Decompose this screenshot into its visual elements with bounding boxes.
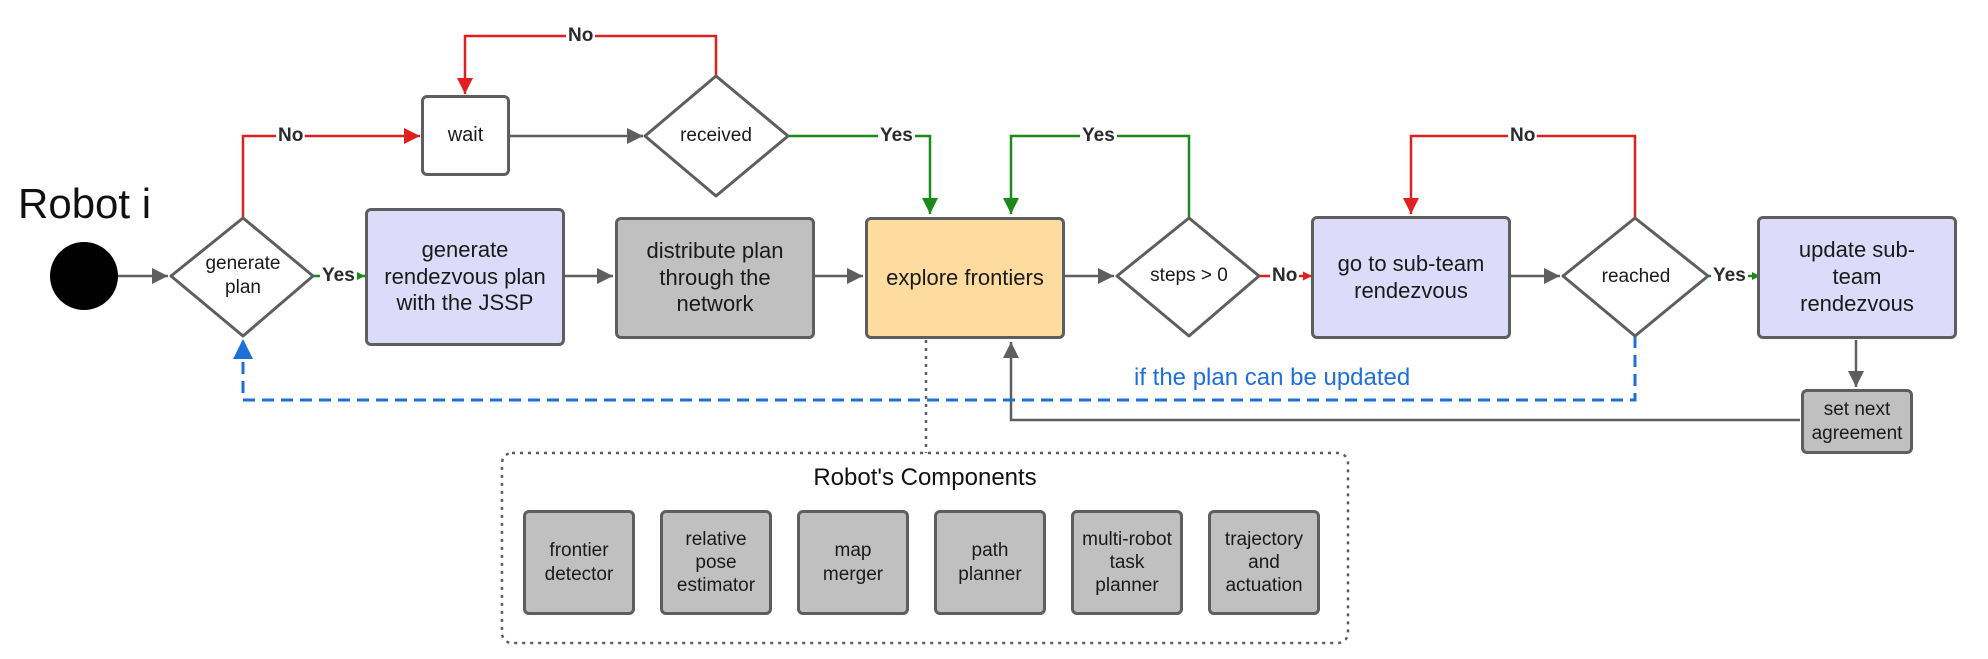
start-node (50, 242, 118, 310)
component-map-merger: map merger (797, 510, 909, 615)
arrow-generate-no (241, 128, 420, 218)
update-loop-note: if the plan can be updated (1134, 364, 1411, 391)
explore-frontiers-box: explore frontiers (865, 217, 1065, 339)
arrow-agreement-to-explore (1003, 342, 1800, 422)
label-steps-no: No (1270, 265, 1300, 286)
component-relative-pose-estimator: relative pose estimator (660, 510, 772, 615)
diagram-title: Robot i (18, 180, 152, 227)
received-text: received (680, 125, 752, 147)
arrow-update-loop (233, 336, 1637, 402)
wait-box: wait (421, 95, 510, 176)
set-next-agreement-box: set next agreement (1801, 389, 1913, 454)
label-reached-no: No (1508, 125, 1538, 146)
go-to-rendezvous-box: go to sub-team rendezvous (1311, 216, 1511, 339)
label-reached-yes: Yes (1711, 265, 1748, 286)
reached-text: reached (1601, 266, 1671, 288)
components-title: Robot's Components (813, 464, 1037, 491)
decision-steps (1115, 216, 1261, 338)
decision-reached (1561, 216, 1710, 338)
generate-rendezvous-plan-box: generate rendezvous plan with the JSSP (365, 208, 565, 346)
component-frontier-detector: frontier detector (523, 510, 635, 615)
decision-received (643, 74, 790, 198)
component-trajectory-and-actuation: trajectory and actuation (1208, 510, 1320, 615)
update-rendezvous-box: update sub-team rendezvous (1757, 216, 1957, 339)
component-multi-robot-task-planner: multi-robot task planner (1071, 510, 1183, 615)
label-steps-yes: Yes (1080, 125, 1117, 146)
label-generate-no: No (276, 125, 306, 146)
arrow-reached-no (1403, 134, 1637, 218)
arrow-steps-yes (1003, 134, 1191, 218)
label-received-no: No (566, 25, 596, 46)
label-received-yes: Yes (878, 125, 915, 146)
component-path-planner: path planner (934, 510, 1046, 615)
decision-generate-plan (169, 216, 315, 338)
arrow-received-yes (788, 134, 938, 214)
label-generate-yes: Yes (320, 265, 357, 286)
distribute-plan-box: distribute plan through the network (615, 217, 815, 339)
generate-plan-text: generate plan (205, 253, 281, 298)
components-container (500, 451, 1350, 645)
steps-text: steps > 0 (1150, 265, 1228, 287)
